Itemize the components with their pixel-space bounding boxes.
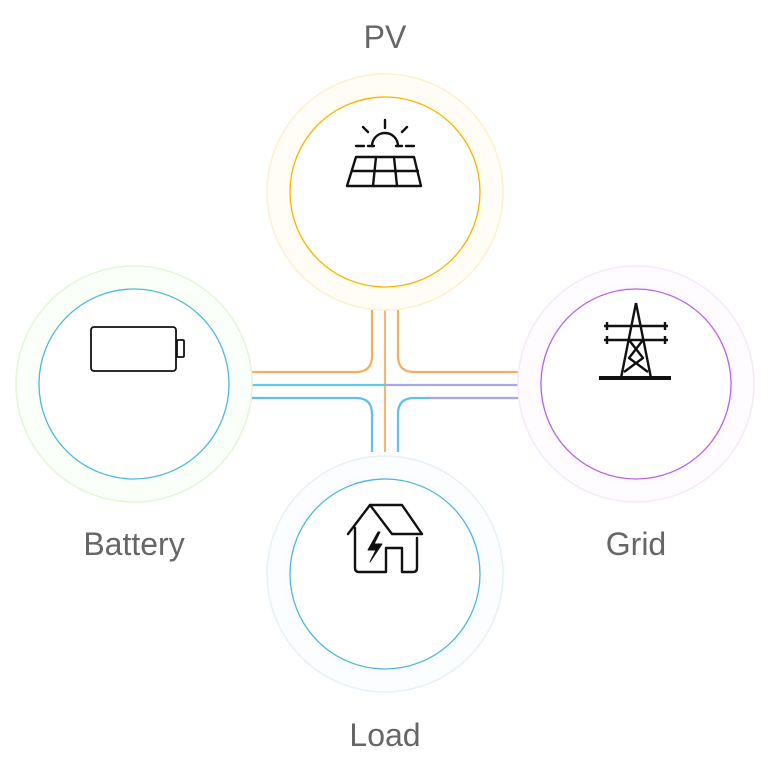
node-pv[interactable]: PV — [266, 19, 504, 311]
load-circle — [289, 478, 481, 670]
battery-icon — [90, 326, 185, 372]
flow-pv-battery — [232, 292, 374, 374]
node-grid[interactable]: Grid — [517, 265, 755, 562]
node-load[interactable]: Load — [266, 455, 504, 753]
node-battery[interactable]: Battery — [15, 265, 253, 562]
load-label: Load — [349, 717, 420, 753]
flow-battery-load — [232, 396, 374, 452]
grid-label: Grid — [606, 526, 666, 562]
flow-lines — [232, 292, 538, 452]
pv-circle — [289, 96, 481, 288]
house-bolt-icon — [346, 503, 424, 574]
pv-label: PV — [364, 19, 407, 55]
solar-panel-icon — [345, 118, 423, 188]
battery-label: Battery — [83, 526, 184, 562]
transmission-tower-icon — [599, 302, 671, 380]
flow-pv-grid — [396, 292, 538, 374]
grid-circle — [540, 288, 732, 480]
battery-circle — [38, 288, 230, 480]
flow-grid-load — [396, 396, 430, 452]
